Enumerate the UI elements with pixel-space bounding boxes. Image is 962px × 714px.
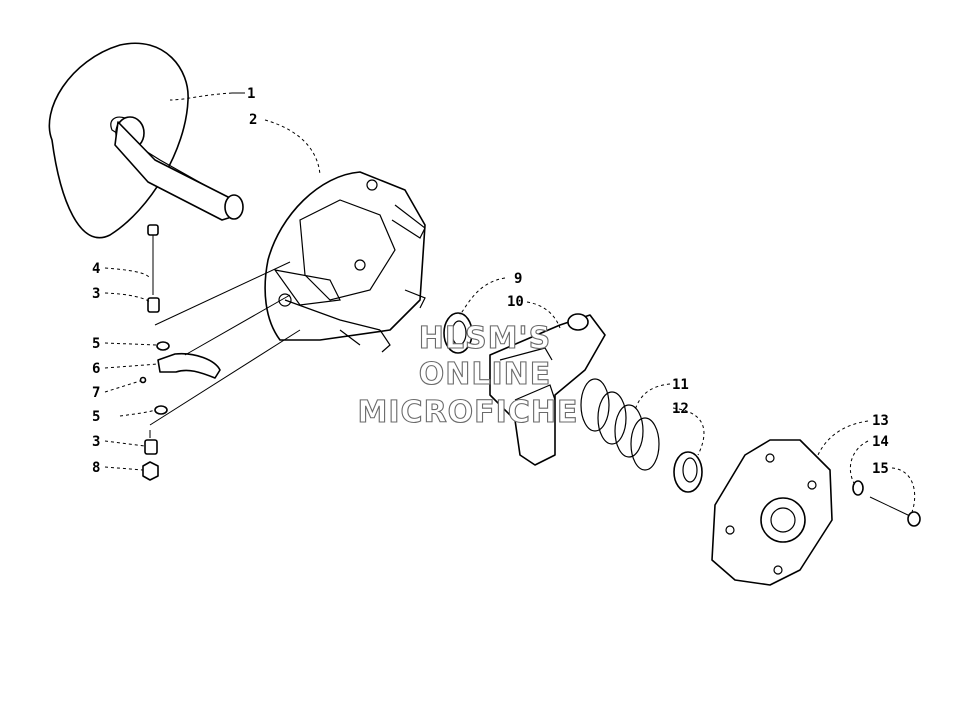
callout-14: 14 <box>872 434 889 450</box>
callout-6: 6 <box>92 361 100 377</box>
part-5-washer-lower[interactable] <box>154 405 168 415</box>
part-9-washer[interactable] <box>443 312 473 354</box>
callout-9: 9 <box>514 271 522 287</box>
part-4-bolt[interactable] <box>147 224 159 295</box>
callout-4: 4 <box>92 261 100 277</box>
part-13-cover[interactable] <box>711 439 833 586</box>
leader-lines <box>104 92 916 513</box>
callout-5: 5 <box>92 336 100 352</box>
part-1-fixed-sheave[interactable] <box>48 42 244 239</box>
callout-2: 2 <box>249 112 257 128</box>
callout-8: 8 <box>92 460 100 476</box>
part-5-washer-upper[interactable] <box>156 341 170 351</box>
part-7-pin[interactable] <box>139 376 147 384</box>
part-10-spider[interactable] <box>489 313 606 466</box>
part-15-bolt[interactable] <box>869 496 921 527</box>
part-14-washer[interactable] <box>852 480 864 496</box>
callout-7: 7 <box>92 385 100 401</box>
callout-15: 15 <box>872 461 889 477</box>
callout-labels: 1 2 4 3 5 6 7 5 3 8 9 10 11 12 13 14 15 <box>92 86 889 477</box>
watermark-line-2: ONLINE <box>419 357 552 392</box>
callout-13: 13 <box>872 413 889 429</box>
callout-3: 3 <box>92 434 100 450</box>
watermark: HLSM'S ONLINE MICROFICHE <box>357 320 579 430</box>
part-12-bushing[interactable] <box>673 451 703 493</box>
callout-1: 1 <box>247 86 255 102</box>
part-2-movable-sheave[interactable] <box>264 171 426 353</box>
watermark-line-3: MICROFICHE <box>358 395 579 430</box>
part-6-arm[interactable] <box>157 352 221 379</box>
callout-5: 5 <box>92 409 100 425</box>
watermark-line-1: HLSM'S <box>419 321 551 356</box>
part-11-spring[interactable] <box>580 378 660 471</box>
part-3-bushing-upper[interactable] <box>147 297 160 313</box>
callout-3: 3 <box>92 286 100 302</box>
part-3-bushing-lower[interactable] <box>144 439 158 455</box>
part-8-nut[interactable] <box>142 461 159 481</box>
callout-11: 11 <box>672 377 689 393</box>
callout-12: 12 <box>672 401 689 417</box>
callout-10: 10 <box>507 294 524 310</box>
